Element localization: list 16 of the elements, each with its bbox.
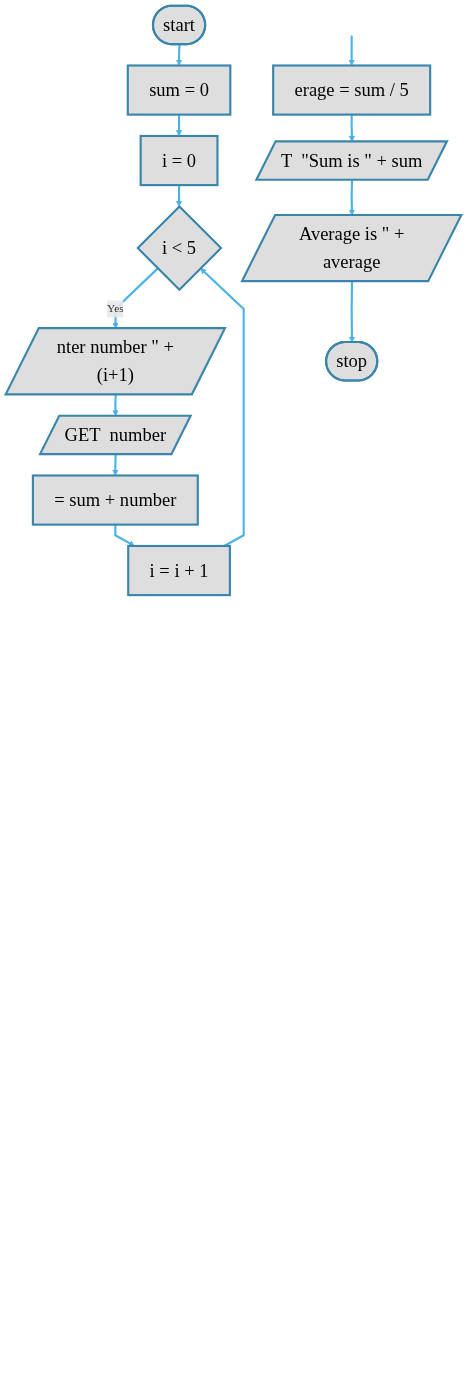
arrow <box>175 185 183 207</box>
arrow <box>112 267 159 329</box>
edge-label: Yes <box>107 302 124 315</box>
node-box: erage = sum / 5 <box>272 64 432 116</box>
arrow <box>114 524 135 547</box>
arrow <box>348 114 356 142</box>
node-box: i = i + 1 <box>127 544 231 597</box>
arrow <box>348 281 356 343</box>
node-box: sum = 0 <box>126 64 232 116</box>
arrow <box>112 454 119 476</box>
node-diamond: i < 5 <box>136 204 223 292</box>
arrow <box>200 267 245 547</box>
node-box: i = 0 <box>139 134 219 187</box>
node-box: = sum + number <box>31 474 199 526</box>
arrow <box>175 44 183 66</box>
arrow <box>348 35 355 66</box>
